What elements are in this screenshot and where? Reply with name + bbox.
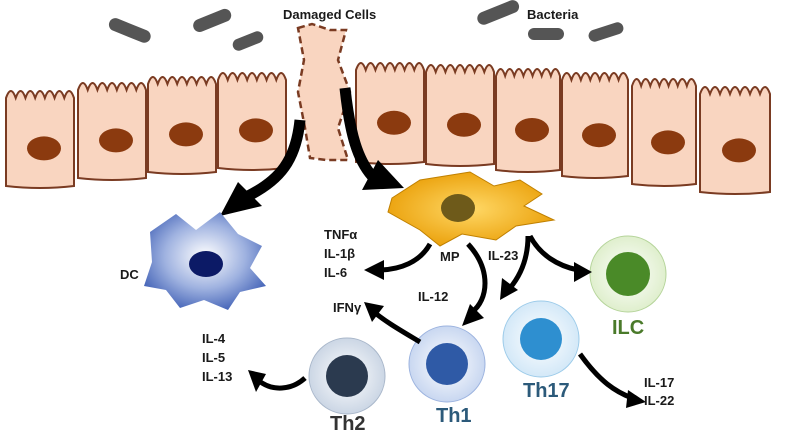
arrowhead [364, 260, 384, 280]
label-il1-beta: IL-1β [324, 246, 356, 261]
arrowhead [462, 304, 484, 326]
epithelial-nucleus [722, 138, 756, 163]
label-il17: IL-17 [644, 375, 675, 390]
label-il4: IL-4 [202, 331, 226, 346]
label-ilc: ILC [612, 317, 645, 339]
ilc-nucleus [606, 252, 650, 296]
arrow-to-mp [339, 87, 377, 180]
label-bacteria: Bacteria [527, 7, 579, 22]
bacterium [108, 18, 151, 43]
label-mp: MP [440, 249, 460, 264]
mp-nucleus [441, 194, 475, 222]
epithelial-layer [5, 62, 771, 195]
label-il22: IL-22 [644, 393, 675, 408]
bacterium [477, 0, 520, 25]
arrowhead [574, 262, 592, 282]
arrow-to-mp-head [362, 160, 404, 190]
epithelial-nucleus [239, 118, 273, 143]
label-tnf-alpha: TNFα [324, 227, 358, 242]
arrowhead [626, 390, 646, 408]
label-il12: IL-12 [418, 289, 449, 304]
damaged-cell [296, 22, 352, 162]
label-ifn-gamma: IFNγ [333, 300, 362, 315]
arrowhead [500, 278, 518, 300]
label-damaged-cells: Damaged Cells [283, 7, 377, 22]
arrow-to-dc-head [220, 182, 262, 216]
arrow-to-dc [245, 119, 306, 201]
epithelial-nucleus [447, 112, 481, 137]
dc-nucleus [189, 251, 223, 277]
label-il23: IL-23 [488, 248, 519, 263]
epithelial-nucleus [582, 123, 616, 148]
bacteria-group [108, 0, 624, 51]
arrowhead [364, 302, 384, 322]
epithelial-nucleus [169, 122, 203, 147]
epithelial-nucleus [99, 128, 133, 153]
label-th2: Th2 [330, 413, 366, 435]
epithelial-nucleus [515, 118, 549, 142]
bacterium [193, 8, 232, 33]
bacterium [588, 22, 624, 42]
arrow-th17-to-il17 [577, 352, 633, 401]
label-il6: IL-6 [324, 265, 348, 280]
label-il13: IL-13 [202, 369, 233, 384]
arrow-mp-to-ilc [527, 234, 579, 273]
arrow-mp-to-th1 [466, 242, 488, 314]
bacterium [528, 28, 564, 40]
label-il5: IL-5 [202, 350, 226, 365]
th17-nucleus [520, 318, 562, 360]
epithelial-nucleus [651, 130, 685, 155]
label-th1: Th1 [436, 405, 472, 427]
arrowhead [248, 370, 266, 392]
epithelial-nucleus [27, 136, 61, 161]
arrow-mp-to-th17 [508, 235, 531, 290]
bacterium [232, 31, 264, 51]
epithelial-nucleus [377, 110, 411, 135]
cytokine-arrowheads [248, 260, 646, 408]
arrow-th1-to-ifn [372, 310, 422, 345]
arrow-mp-to-cytokines [377, 242, 433, 273]
th2-nucleus [326, 355, 368, 397]
label-dc: DC [120, 267, 139, 282]
arrow-th2-to-il [256, 376, 307, 391]
th1-nucleus [426, 343, 468, 385]
label-th17: Th17 [523, 380, 570, 402]
